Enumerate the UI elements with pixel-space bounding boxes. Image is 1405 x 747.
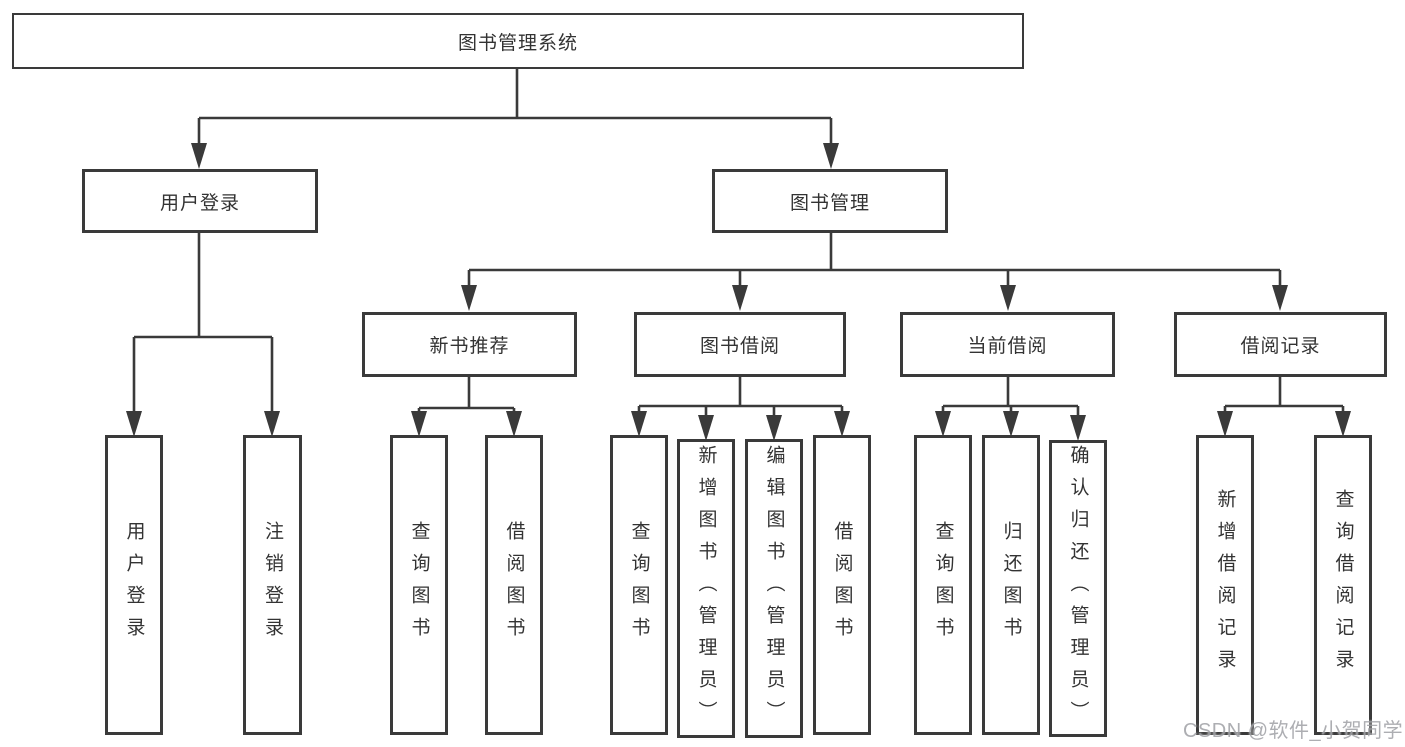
leaf-records-query-record-label: 查询借阅记录 (1332, 489, 1354, 681)
node-book-management: 图书管理 (712, 169, 948, 233)
leaf-current-confirm-return-admin-label: 确认归还（管理员） (1067, 444, 1089, 733)
leaf-borrow-query-books-label: 查询图书 (628, 521, 650, 649)
leaf-borrow-query-books: 查询图书 (610, 435, 668, 735)
node-book-borrow-label: 图书借阅 (699, 336, 780, 357)
leaf-records-query-record: 查询借阅记录 (1314, 435, 1372, 735)
node-new-book-recommend: 新书推荐 (362, 312, 577, 377)
node-book-management-label: 图书管理 (789, 192, 870, 214)
leaf-current-query-books: 查询图书 (914, 435, 972, 735)
connector-book-borrow (631, 377, 850, 441)
connector-current-borrow (935, 377, 1086, 441)
node-borrow-records-label: 借阅记录 (1240, 336, 1321, 357)
leaf-current-return-books: 归还图书 (982, 435, 1040, 735)
connector-user-login (126, 233, 280, 437)
node-user-login-label: 用户登录 (159, 192, 240, 214)
leaf-borrow-add-books-admin-label: 新增图书（管理员） (695, 444, 717, 733)
leaf-logout: 注销登录 (243, 435, 302, 735)
leaf-current-query-books-label: 查询图书 (932, 521, 954, 649)
leaf-recommend-borrow-books: 借阅图书 (485, 435, 543, 735)
leaf-borrow-edit-books-admin-label: 编辑图书（管理员） (763, 444, 785, 733)
leaf-borrow-add-books-admin: 新增图书（管理员） (677, 439, 735, 738)
csdn-watermark: CSDN @软件_小贺同学 (1183, 720, 1404, 742)
node-current-borrow: 当前借阅 (900, 312, 1115, 377)
leaf-recommend-query-books: 查询图书 (390, 435, 448, 735)
leaf-borrow-borrow-books: 借阅图书 (813, 435, 871, 735)
node-new-book-recommend-label: 新书推荐 (429, 336, 510, 357)
node-current-borrow-label: 当前借阅 (967, 336, 1048, 357)
node-root-system: 图书管理系统 (12, 13, 1024, 69)
node-borrow-records: 借阅记录 (1174, 312, 1387, 377)
leaf-user-login: 用户登录 (105, 435, 163, 735)
leaf-current-return-books-label: 归还图书 (1000, 521, 1022, 649)
leaf-recommend-query-books-label: 查询图书 (408, 521, 430, 649)
leaf-logout-label: 注销登录 (262, 521, 283, 649)
leaf-borrow-edit-books-admin: 编辑图书（管理员） (745, 439, 803, 738)
connector-book-management (461, 233, 1288, 311)
connector-new-book-recommend (411, 377, 522, 437)
leaf-borrow-borrow-books-label: 借阅图书 (831, 521, 853, 649)
leaf-recommend-borrow-books-label: 借阅图书 (503, 521, 525, 649)
leaf-current-confirm-return-admin: 确认归还（管理员） (1049, 440, 1107, 737)
node-user-login: 用户登录 (82, 169, 318, 233)
leaf-user-login-label: 用户登录 (123, 521, 145, 649)
node-book-borrow: 图书借阅 (634, 312, 846, 377)
leaf-records-add-record-label: 新增借阅记录 (1214, 489, 1236, 681)
connector-borrow-records (1217, 377, 1351, 437)
node-root-label: 图书管理系统 (457, 32, 578, 54)
connector-root (191, 69, 839, 169)
leaf-records-add-record: 新增借阅记录 (1196, 435, 1254, 735)
